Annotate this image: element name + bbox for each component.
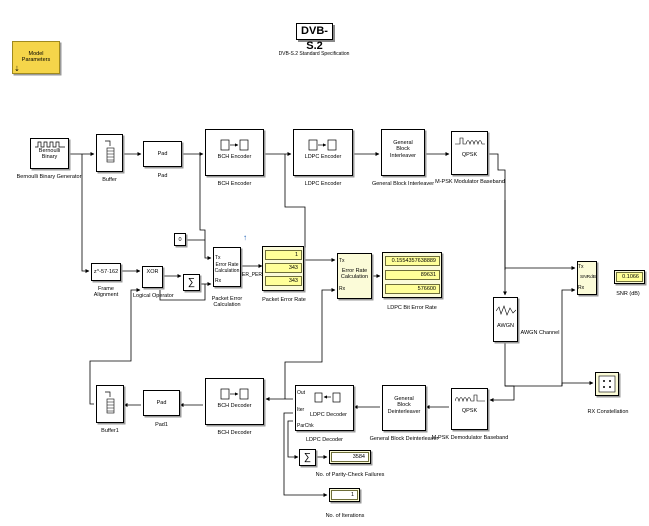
parity-check-failures-display[interactable]: 3584 <box>329 450 371 464</box>
bch-decoder-title: BCH Decoder <box>217 403 252 409</box>
port-rx: Rx <box>215 278 222 284</box>
ldpc-encoder-label: LDPC Encoder <box>304 181 342 187</box>
port-tx: Tx <box>578 264 584 270</box>
pad1-label: Pad1 <box>155 422 168 428</box>
port-tx: Tx <box>339 258 345 264</box>
xor-block[interactable]: XOR <box>142 266 163 288</box>
port-tx: Tx <box>215 255 221 261</box>
constant-zero-block[interactable]: 0 <box>174 233 186 246</box>
display-cell: 0.1554357638889 <box>385 256 440 266</box>
qpsk-modulator-block[interactable]: QPSK <box>451 131 488 175</box>
port-er-per: ER_PER <box>242 272 263 278</box>
bernoulli-generator-block[interactable]: Bernoulli Binary <box>30 138 69 169</box>
xor-label: Logical Operator <box>133 293 174 299</box>
bch-decoder-label: BCH Decoder <box>217 430 252 436</box>
model-parameters-button[interactable]: Model Parameters <box>12 41 60 74</box>
ldpc-bit-error-rate-label: LDPC Bit Error Rate <box>387 305 437 311</box>
rx-constellation-label: RX Constellation <box>587 409 629 415</box>
pulse-train-icon <box>34 141 65 148</box>
display-cell: 1 <box>331 490 358 500</box>
display-cell: 576600 <box>385 284 440 294</box>
ldpc-bit-error-rate-display[interactable]: 0.1554357638889 89631 576600 <box>382 252 442 298</box>
port-parchk: ParChk <box>297 423 314 429</box>
constellation-icon <box>598 375 616 393</box>
modulator-wave-icon <box>454 137 485 146</box>
buffer-block[interactable] <box>96 134 123 172</box>
ldpc-encoder-block[interactable]: LDPC Encoder <box>293 129 353 176</box>
ldpc-error-rate-calculation-block[interactable]: Tx Rx Error Rate Calculation <box>337 253 372 299</box>
display-cell: 343 <box>265 263 302 273</box>
display-cell: 1 <box>265 250 302 260</box>
awgn-channel-label: AWGN Channel <box>520 330 560 336</box>
display-cell: 0.1066 <box>616 272 643 282</box>
diagram-subtitle: DVB-S.2 Standard Specification <box>278 51 350 57</box>
packet-error-rate-label: Packet Error Rate <box>262 297 306 303</box>
display-cell: 89631 <box>385 270 440 280</box>
port-out: Out <box>297 390 306 396</box>
pad-label: Pad <box>157 173 168 179</box>
snr-label: SNR (dB) <box>616 291 640 297</box>
decoder-icon <box>220 388 248 400</box>
packet-error-rate-display[interactable]: 1 343 343 <box>262 246 304 291</box>
awgn-wave-icon <box>495 305 516 316</box>
ldpc-decoder-label: LDPC Decoder <box>306 437 343 443</box>
ldpc-decoder-title: LDPC Decoder <box>310 412 347 418</box>
port-iter: Iter <box>297 407 305 413</box>
general-block-interleaver-label: General Block Interleaver <box>371 181 435 187</box>
snr-display[interactable]: 0.1066 <box>614 270 645 284</box>
port-rx: Rx <box>578 285 585 291</box>
bch-encoder-block[interactable]: BCH Encoder <box>205 129 264 176</box>
pad-block[interactable]: Pad <box>143 141 182 167</box>
snr-calculation-block[interactable]: Tx SNRdB Rx <box>577 261 597 295</box>
bernoulli-text: Bernoulli Binary <box>38 148 61 161</box>
per-calc-text: Error Rate Calculation <box>214 262 240 274</box>
parity-sum-block[interactable]: ∑ <box>299 449 316 466</box>
bernoulli-label: Bernoulli Binary Generator <box>16 174 82 180</box>
display-cell: 343 <box>265 276 302 286</box>
awgn-text: AWGN <box>497 323 514 329</box>
bch-encoder-title: BCH Encoder <box>217 154 252 160</box>
ldpc-decoder-block[interactable]: Out Iter ParChk LDPC Decoder <box>295 385 354 431</box>
ldpc-err-text: Error Rate Calculation <box>340 268 369 281</box>
buffer-icon <box>105 391 115 414</box>
diagram-title: DVB-S.2 <box>296 23 333 52</box>
frame-alignment-label: Frame Alignment <box>93 286 119 299</box>
bch-decoder-block[interactable]: BCH Decoder <box>205 378 264 425</box>
buffer1-block[interactable] <box>96 385 124 423</box>
port-out-marker-icon: ↑ <box>243 233 247 242</box>
buffer-label: Buffer <box>102 177 117 183</box>
pad1-block[interactable]: Pad <box>143 390 180 416</box>
display-cell: 3584 <box>331 452 369 462</box>
snr-text: SNRdB <box>580 275 596 280</box>
iterations-display[interactable]: 1 <box>329 488 360 502</box>
parity-check-failures-label: No. of Parity-Check Failures <box>315 472 385 478</box>
qpsk-modulator-label: M-PSK Modulator Baseband <box>435 179 505 185</box>
iterations-label: No. of Iterations <box>325 513 365 519</box>
frame-alignment-block[interactable]: z^-57·162 <box>91 263 121 281</box>
sum-block[interactable]: ∑ <box>183 274 200 291</box>
packet-error-calculation-label: Packet Error Calculation <box>211 296 243 309</box>
qpsk-mod-text: QPSK <box>461 152 478 158</box>
encoder-icon <box>220 139 248 151</box>
rx-constellation-scope[interactable] <box>595 372 619 396</box>
encoder-icon <box>308 139 337 151</box>
ldpc-encoder-title: LDPC Encoder <box>304 154 342 160</box>
decoder-icon <box>314 392 341 403</box>
packet-error-calculation-block[interactable]: Tx Rx Error Rate Calculation <box>213 247 241 287</box>
buffer-icon <box>104 140 114 163</box>
link-arrow-icon: ⇣ <box>14 66 20 73</box>
demodulator-wave-icon <box>454 394 485 403</box>
general-block-deinterleaver-block[interactable]: General Block Deinterleaver <box>382 385 426 431</box>
bch-encoder-label: BCH Encoder <box>217 181 252 187</box>
general-block-interleaver-block[interactable]: General Block Interleaver <box>381 129 425 176</box>
general-block-deinterleaver-label: General Block Deinterleaver <box>369 436 439 442</box>
qpsk-demodulator-block[interactable]: QPSK <box>451 388 488 430</box>
awgn-channel-block[interactable]: AWGN <box>493 297 518 342</box>
buffer1-label: Buffer1 <box>101 428 119 434</box>
port-rx: Rx <box>339 286 346 292</box>
qpsk-demodulator-label: M-PSK Demodulator Baseband <box>431 435 509 441</box>
qpsk-demod-text: QPSK <box>461 408 478 414</box>
